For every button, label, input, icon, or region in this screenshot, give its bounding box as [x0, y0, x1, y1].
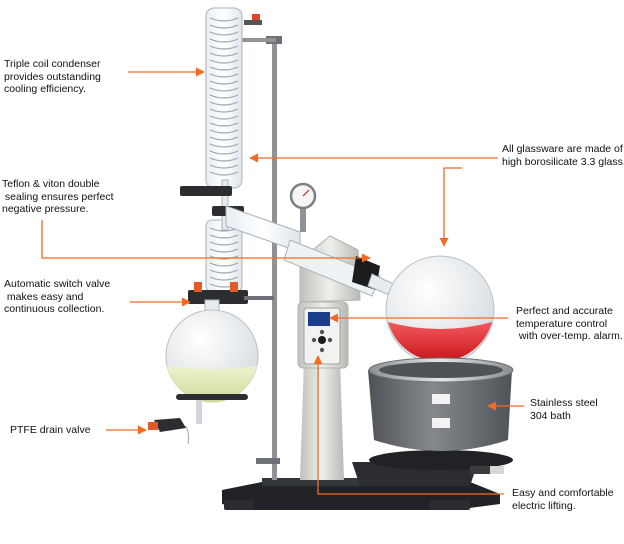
label-temperature: Perfect and accurate temperature control… [516, 305, 623, 342]
water-bath [352, 357, 514, 486]
condenser-coil [209, 276, 239, 281]
condenser-coil [209, 31, 239, 36]
condenser-coil [209, 122, 239, 127]
condenser-coil [209, 87, 239, 92]
condenser-coil [209, 59, 239, 64]
condenser-coil [209, 164, 239, 169]
label-drain: PTFE drain valve [10, 424, 91, 436]
condenser-coil [209, 24, 239, 29]
callout-arrows [41, 67, 524, 495]
label-valve: Automatic switch valve makes easy and co… [4, 278, 111, 315]
condenser-coil [209, 262, 239, 267]
condenser-coil [209, 241, 239, 246]
control-panel [303, 307, 341, 365]
condenser-coil [209, 248, 239, 253]
condenser-coil [209, 73, 239, 78]
label-glassware: All glassware are made of high borosilic… [502, 143, 624, 168]
label-condenser: Triple coil condenser provides outstandi… [4, 58, 101, 95]
arrow-glassware-flask [439, 167, 462, 247]
condenser-coil [209, 171, 239, 176]
condenser-coil [209, 94, 239, 99]
condenser-coil [209, 66, 239, 71]
label-bath: Stainless steel 304 bath [530, 397, 598, 422]
condenser-coil [209, 45, 239, 50]
evaporating-flask [367, 255, 495, 365]
condenser-coil [209, 108, 239, 113]
condenser-coil [209, 255, 239, 260]
pressure-gauge [289, 182, 317, 232]
condenser-coil [209, 234, 239, 239]
condenser-coil [209, 150, 239, 155]
valve-block [180, 186, 274, 304]
condenser [205, 7, 243, 293]
condenser-coil [209, 129, 239, 134]
condenser-coil [209, 101, 239, 106]
label-seal: Teflon & viton double sealing ensures pe… [2, 178, 114, 215]
arrow-seal [41, 220, 371, 263]
support-rod [240, 14, 282, 480]
condenser-coil [209, 143, 239, 148]
condenser-coil [209, 157, 239, 162]
receiving-flask [148, 299, 259, 445]
condenser-coil [209, 17, 239, 22]
base-plate [222, 478, 500, 510]
condenser-coil [209, 136, 239, 141]
condenser-coil [209, 38, 239, 43]
label-lifting: Easy and comfortable electric lifting. [512, 487, 614, 512]
condenser-coil [209, 269, 239, 274]
condenser-coil [209, 115, 239, 120]
arrow-lifting [313, 355, 504, 495]
condenser-coil [209, 52, 239, 57]
condenser-coil [209, 80, 239, 85]
